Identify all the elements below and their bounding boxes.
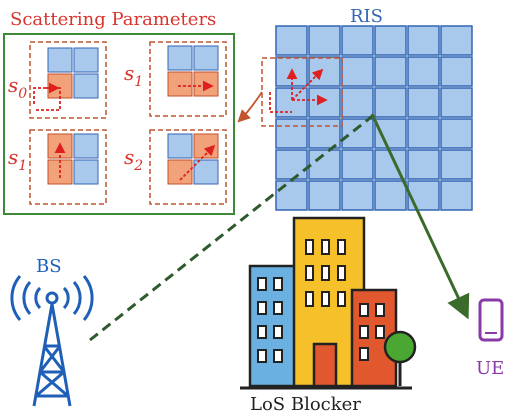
ris-element bbox=[407, 118, 440, 149]
ris-element bbox=[407, 25, 440, 56]
ris-element bbox=[308, 149, 341, 180]
param-symbol: s0 bbox=[8, 73, 27, 102]
param-cell-s2: s2 bbox=[124, 129, 227, 205]
ris-element bbox=[341, 25, 374, 56]
ris-element bbox=[341, 149, 374, 180]
param-cell-s0: s0 bbox=[8, 41, 107, 119]
ue-device: UE bbox=[476, 298, 504, 379]
ris-element bbox=[308, 56, 341, 87]
ris-ue-link bbox=[370, 113, 470, 320]
param-symbol: s2 bbox=[124, 145, 143, 174]
ris-element bbox=[407, 180, 440, 211]
ris-element bbox=[440, 56, 473, 87]
param-cell-s1-top: s1 bbox=[124, 41, 227, 117]
ris-label: RIS bbox=[350, 6, 383, 27]
bs-label: BS bbox=[36, 256, 62, 277]
ris-element bbox=[440, 149, 473, 180]
ris-element bbox=[341, 180, 374, 211]
ris-element bbox=[440, 87, 473, 118]
param-symbol: s1 bbox=[8, 145, 27, 174]
ris-element bbox=[275, 180, 308, 211]
ris-element bbox=[374, 25, 407, 56]
ris-element bbox=[341, 118, 374, 149]
blocker-label: LoS Blocker bbox=[250, 394, 361, 414]
ris-element bbox=[440, 118, 473, 149]
ris-element bbox=[440, 180, 473, 211]
ue-label: UE bbox=[476, 358, 504, 379]
ris-element bbox=[374, 56, 407, 87]
ris-element bbox=[275, 118, 308, 149]
panel-title: Scattering Parameters bbox=[10, 9, 216, 30]
ris-element bbox=[341, 56, 374, 87]
bs-tower: BS bbox=[10, 256, 94, 407]
ris-surface: RIS bbox=[237, 6, 473, 211]
ris-grid bbox=[275, 25, 473, 211]
ris-element bbox=[374, 87, 407, 118]
ris-element bbox=[407, 149, 440, 180]
param-symbol: s1 bbox=[124, 61, 143, 90]
param-cell-s1-bottom: s1 bbox=[8, 129, 107, 205]
scattering-panel: Scattering Parameters s0 s1 s1 bbox=[3, 9, 235, 215]
ris-element bbox=[275, 149, 308, 180]
ris-element bbox=[308, 25, 341, 56]
ris-element bbox=[341, 87, 374, 118]
phone-icon bbox=[478, 298, 504, 342]
los-blocker: LoS Blocker bbox=[240, 216, 417, 414]
ris-element bbox=[407, 56, 440, 87]
ris-element bbox=[374, 180, 407, 211]
ris-element bbox=[440, 25, 473, 56]
ris-element bbox=[308, 87, 341, 118]
ris-element bbox=[308, 118, 341, 149]
ris-element bbox=[275, 25, 308, 56]
ris-element bbox=[275, 56, 308, 87]
ris-element bbox=[407, 87, 440, 118]
bs-ris-link bbox=[89, 112, 376, 342]
ris-element bbox=[308, 180, 341, 211]
